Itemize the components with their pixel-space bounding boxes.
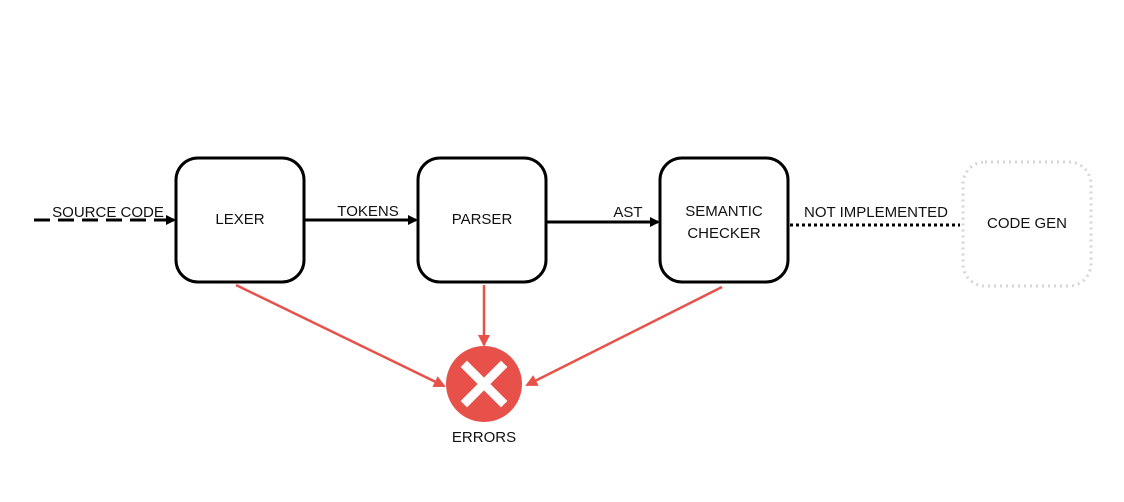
code-gen-node: CODE GEN [961,160,1093,288]
ast-label: AST [613,204,642,221]
close-x-icon [446,346,522,422]
semantic-checker-error-arrow [525,285,723,387]
parser-node: PARSER [416,156,548,284]
semantic-checker-label-line1: SEMANTIC [685,203,763,220]
parser-label: PARSER [452,211,513,228]
source-code-label: SOURCE CODE [52,204,164,221]
lexer-error-arrow [235,283,446,388]
code-gen-label: CODE GEN [987,215,1067,232]
lexer-node: LEXER [174,156,306,284]
lexer-label: LEXER [215,211,264,228]
semantic-checker-label-line2: CHECKER [687,225,761,242]
not-implemented-label: NOT IMPLEMENTED [804,204,948,221]
tokens-label: TOKENS [337,203,398,220]
semantic-checker-node: SEMANTIC CHECKER [658,156,790,284]
errors-label: ERRORS [452,429,516,446]
